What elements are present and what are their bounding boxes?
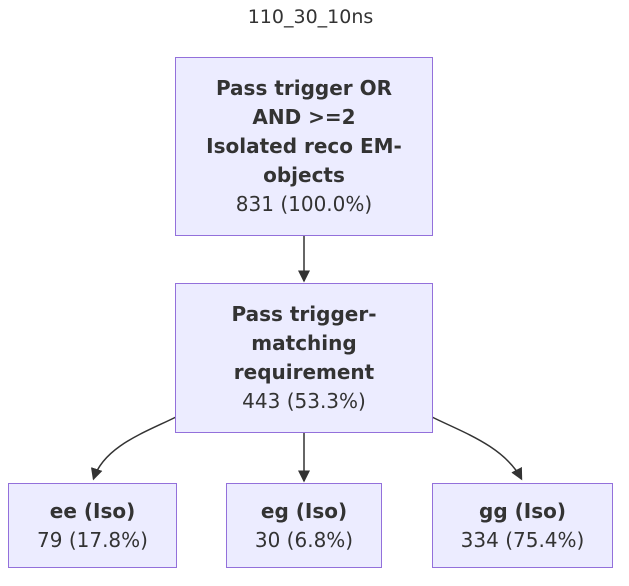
node-eg-count: 30 (6.8%) (254, 527, 354, 552)
node-matching-count: 443 (53.3%) (242, 389, 366, 413)
diagram-title: 110_30_10ns (247, 6, 374, 28)
node-gg: gg (Iso) 334 (75.4%) (432, 483, 613, 568)
node-eg-label: eg (Iso) (260, 498, 348, 523)
node-root-count: 831 (100.0%) (235, 192, 373, 216)
node-ee-label: ee (Iso) (49, 498, 136, 523)
node-root-label: Pass trigger OR AND >=2 Isolated reco EM… (206, 76, 402, 187)
node-gg-count: 334 (75.4%) (460, 527, 585, 552)
node-gg-label: gg (Iso) (479, 498, 566, 523)
edge-matching-to-gg (431, 416, 523, 481)
node-ee: ee (Iso) 79 (17.8%) (8, 483, 177, 568)
node-matching-label: Pass trigger- matching requirement (231, 302, 377, 384)
node-eg: eg (Iso) 30 (6.8%) (226, 483, 382, 568)
edge-matching-to-ee (90, 416, 177, 481)
node-ee-count: 79 (17.8%) (37, 527, 148, 552)
node-matching: Pass trigger- matching requirement 443 (… (175, 283, 433, 433)
node-root: Pass trigger OR AND >=2 Isolated reco EM… (175, 57, 433, 236)
